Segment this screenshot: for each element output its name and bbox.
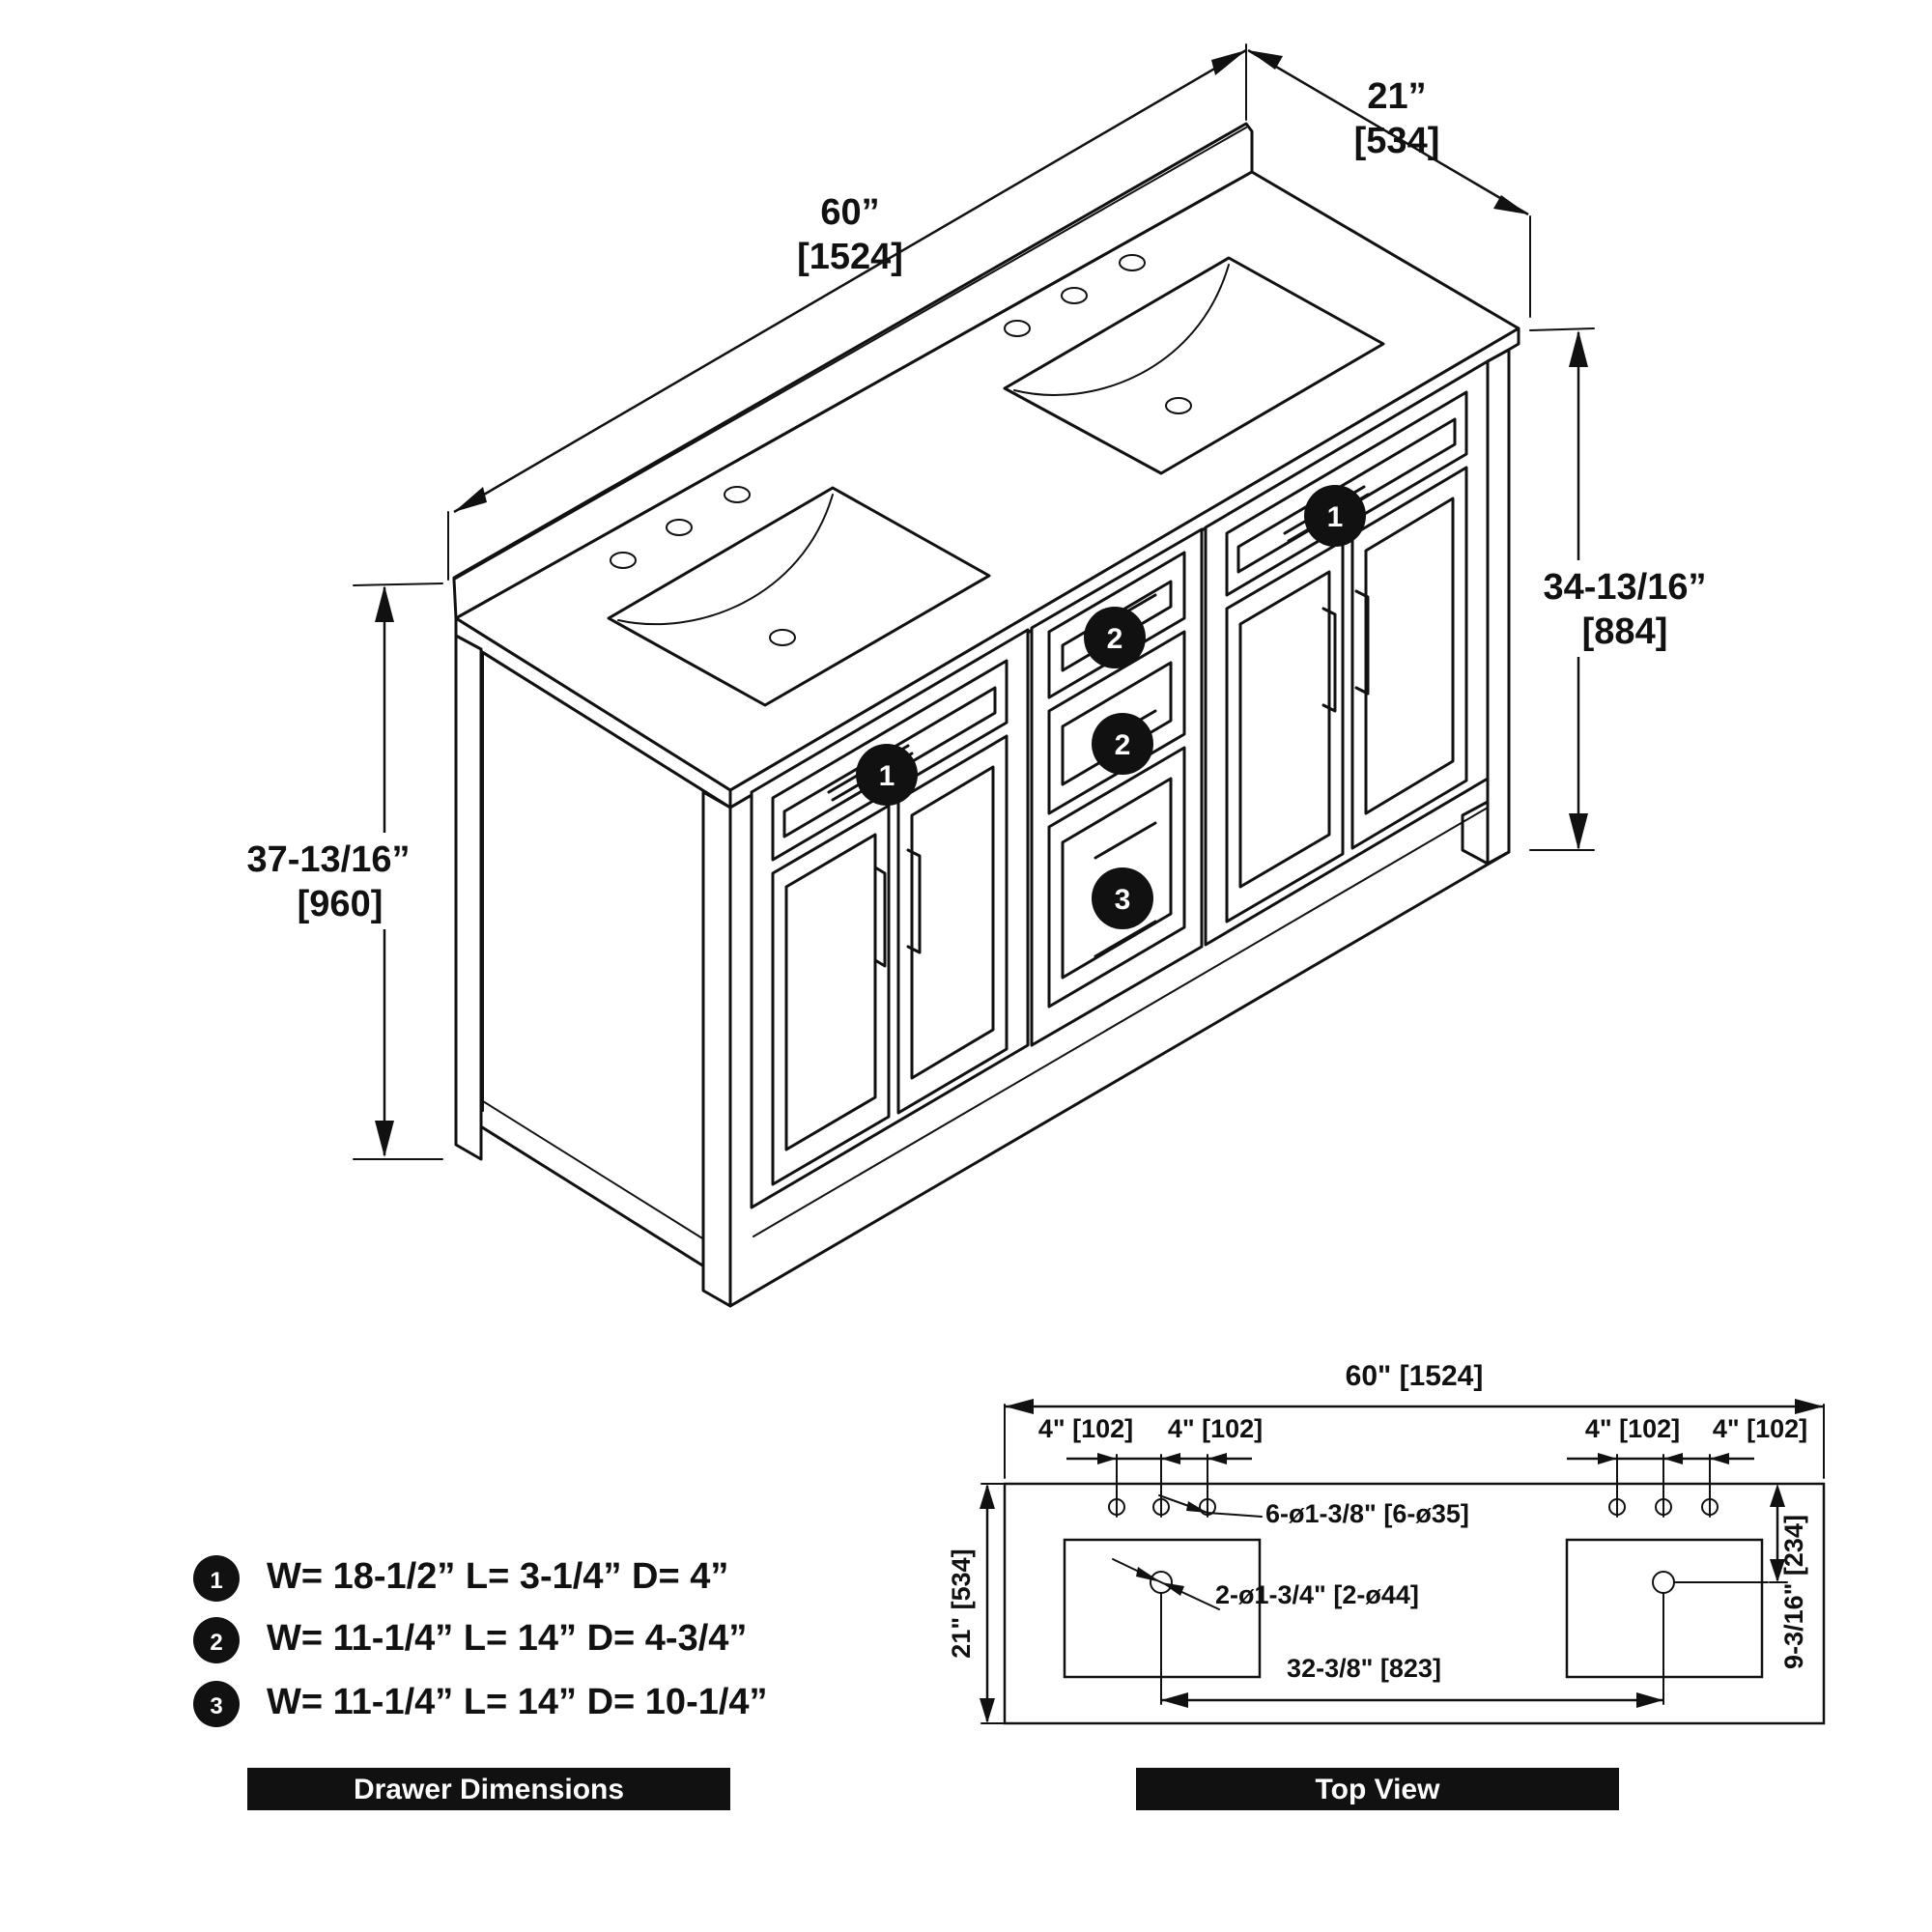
rear-left-leg	[454, 634, 483, 1161]
dim-depth-21: 21” [534]	[1247, 48, 1531, 318]
drawer-dimensions-legend: 1 W= 18-1/2” L= 3-1/4” D= 4” 2 W= 11-1/4…	[193, 1555, 768, 1810]
top-view-drain-offset: 9-3/16" [234]	[1779, 1515, 1808, 1669]
vanity-isometric-drawing: 60” [1524] 21” [534] 37-13/16” [960]	[242, 43, 1710, 1308]
drawer-callout-3: 3	[1092, 867, 1153, 929]
top-view-right-spacing-2: 4" [102]	[1713, 1414, 1807, 1443]
top-view-overall-width: 60" [1524]	[1346, 1360, 1484, 1392]
height-cabinet-inches: 34-13/16”	[1543, 567, 1706, 608]
top-view-faucet-holes-label: 6-ø1-3/8" [6-ø35]	[1265, 1499, 1469, 1528]
backsplash-edge	[453, 127, 1247, 581]
top-view-right-spacing-1: 4" [102]	[1585, 1414, 1680, 1443]
height-total-inches: 37-13/16”	[246, 839, 410, 880]
left-sink	[607, 486, 991, 707]
depth-inches: 21”	[1367, 76, 1426, 117]
drawer-dimensions-title: Drawer Dimensions	[354, 1774, 624, 1805]
height-cabinet-mm: [884]	[1582, 611, 1668, 652]
top-view-drain-holes-label: 2-ø1-3/4" [2-ø44]	[1215, 1580, 1419, 1609]
top-view-drain-spacing: 32-3/8" [823]	[1287, 1654, 1441, 1683]
drawer-callout-1-left: 1	[856, 744, 918, 806]
top-view-depth: 21" [534]	[947, 1548, 976, 1658]
top-view: 60" [1524] 4" [102] 4" [102] 4" [102] 4"…	[947, 1360, 1826, 1810]
front-right-leg	[1486, 348, 1511, 866]
dim-width-60: 60” [1524]	[447, 43, 1247, 581]
legend-row-2: 2 W= 11-1/4” L= 14” D= 4-3/4”	[193, 1617, 747, 1663]
drawer-callout-1-right: 1	[1304, 485, 1366, 547]
width-inches: 60”	[820, 192, 879, 233]
dim-height-total: 37-13/16” [960]	[242, 582, 443, 1160]
svg-text:1: 1	[210, 1568, 222, 1594]
legend-row-3-text: W= 11-1/4” L= 14” D= 10-1/4”	[267, 1682, 768, 1722]
legend-row-1: 1 W= 18-1/2” L= 3-1/4” D= 4”	[193, 1555, 728, 1602]
svg-text:3: 3	[1115, 884, 1131, 916]
dim-height-cabinet: 34-13/16” [884]	[1529, 327, 1710, 851]
legend-row-3: 3 W= 11-1/4” L= 14” D= 10-1/4”	[193, 1681, 768, 1727]
svg-text:3: 3	[210, 1693, 222, 1719]
svg-text:2: 2	[1107, 623, 1123, 655]
drawer-callout-2-middle: 2	[1092, 713, 1153, 775]
top-view-title-bar	[1136, 1768, 1619, 1810]
top-view-title: Top View	[1316, 1774, 1441, 1805]
svg-text:2: 2	[1115, 729, 1131, 761]
drawer-dimensions-title-bar	[247, 1768, 730, 1810]
depth-mm: [534]	[1354, 121, 1440, 161]
legend-row-2-text: W= 11-1/4” L= 14” D= 4-3/4”	[267, 1618, 747, 1659]
top-view-faucet-holes	[1108, 1496, 1719, 1518]
legend-row-1-text: W= 18-1/2” L= 3-1/4” D= 4”	[267, 1556, 728, 1597]
top-view-left-spacing-2: 4" [102]	[1168, 1414, 1263, 1443]
height-total-mm: [960]	[298, 884, 384, 924]
right-sink	[1003, 254, 1385, 475]
top-view-left-spacing-1: 4" [102]	[1038, 1414, 1133, 1443]
front-left-leg	[701, 790, 732, 1308]
width-mm: [1524]	[797, 237, 903, 277]
drawer-callout-2-top: 2	[1084, 607, 1146, 668]
svg-text:2: 2	[210, 1630, 222, 1656]
svg-text:1: 1	[1327, 501, 1344, 533]
svg-text:1: 1	[879, 760, 895, 792]
front-right-leg-foot	[1461, 800, 1490, 866]
